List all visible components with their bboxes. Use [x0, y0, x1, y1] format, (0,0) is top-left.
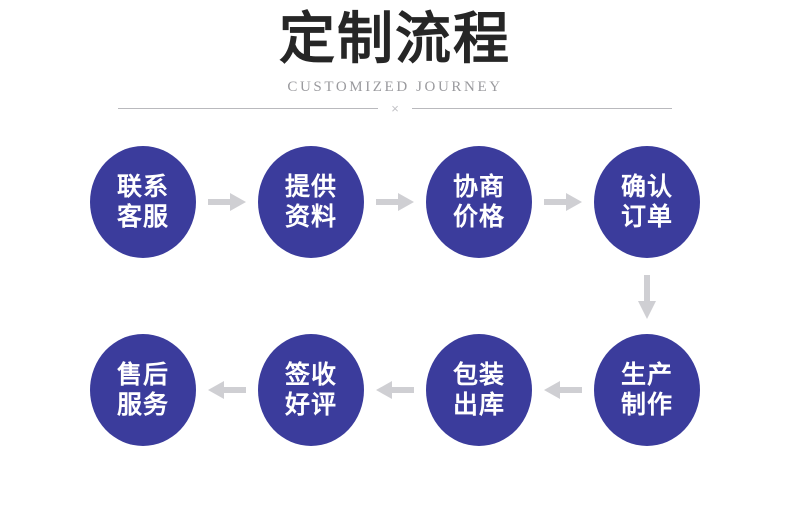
flow-step-label-line1: 生产	[620, 360, 673, 389]
arrow-right-icon	[544, 193, 582, 211]
divider-x-icon: ×	[391, 100, 399, 116]
header: 定制流程 CUSTOMIZED JOURNEY	[0, 0, 790, 96]
flow-step-label-line1: 售后	[116, 360, 169, 389]
flow-step-label-line2: 制作	[620, 390, 673, 419]
flow-step-label-line2: 好评	[284, 390, 337, 419]
page-title: 定制流程	[279, 7, 511, 72]
divider-line-right	[412, 107, 672, 109]
title-divider: ×	[118, 99, 672, 117]
connector-4-to-5	[624, 262, 670, 332]
arrow-left-icon	[208, 381, 246, 399]
flow-step-label-line1: 提供	[284, 172, 337, 201]
flow-step-provide-materials[interactable]: 提供 资料	[258, 146, 364, 258]
flow-step-label-line1: 包装	[452, 360, 505, 389]
flow-row-bottom: 售后 服务 签收 好评 包装 出库 生产 制作	[0, 334, 790, 446]
arrow-left-icon	[376, 381, 414, 399]
flow-step-label-line1: 协商	[452, 172, 505, 201]
flow-step-label-line2: 服务	[116, 390, 169, 419]
arrow-left-icon	[544, 381, 582, 399]
flow-step-label-line2: 资料	[284, 202, 337, 231]
arrow-down-icon	[638, 275, 656, 319]
connector-5-to-6	[532, 334, 594, 446]
connector-7-to-8	[196, 334, 258, 446]
arrow-right-icon	[376, 193, 414, 211]
flow-step-confirm-order[interactable]: 确认 订单	[594, 146, 700, 258]
flow-step-label-line2: 订单	[620, 202, 673, 231]
connector-3-to-4	[532, 146, 594, 258]
flow-row-top: 联系 客服 提供 资料 协商 价格 确认 订单	[0, 146, 790, 258]
flow-step-label-line1: 联系	[116, 172, 169, 201]
divider-line-left	[118, 107, 378, 109]
flow-step-label-line2: 出库	[452, 390, 505, 419]
flow-step-after-sales-service[interactable]: 售后 服务	[90, 334, 196, 446]
flow-step-label-line1: 确认	[620, 172, 673, 201]
flow-step-label-line2: 客服	[116, 202, 169, 231]
flow-step-negotiate-price[interactable]: 协商 价格	[426, 146, 532, 258]
page-subtitle: CUSTOMIZED JOURNEY	[287, 79, 503, 95]
flow-step-label-line1: 签收	[284, 360, 337, 389]
connector-2-to-3	[364, 146, 426, 258]
arrow-right-icon	[208, 193, 246, 211]
flow-step-packing-and-shipping[interactable]: 包装 出库	[426, 334, 532, 446]
flow-step-sign-and-review[interactable]: 签收 好评	[258, 334, 364, 446]
connector-6-to-7	[364, 334, 426, 446]
flow-step-label-line2: 价格	[452, 202, 505, 231]
flow-step-contact-support[interactable]: 联系 客服	[90, 146, 196, 258]
flow-step-production[interactable]: 生产 制作	[594, 334, 700, 446]
connector-1-to-2	[196, 146, 258, 258]
